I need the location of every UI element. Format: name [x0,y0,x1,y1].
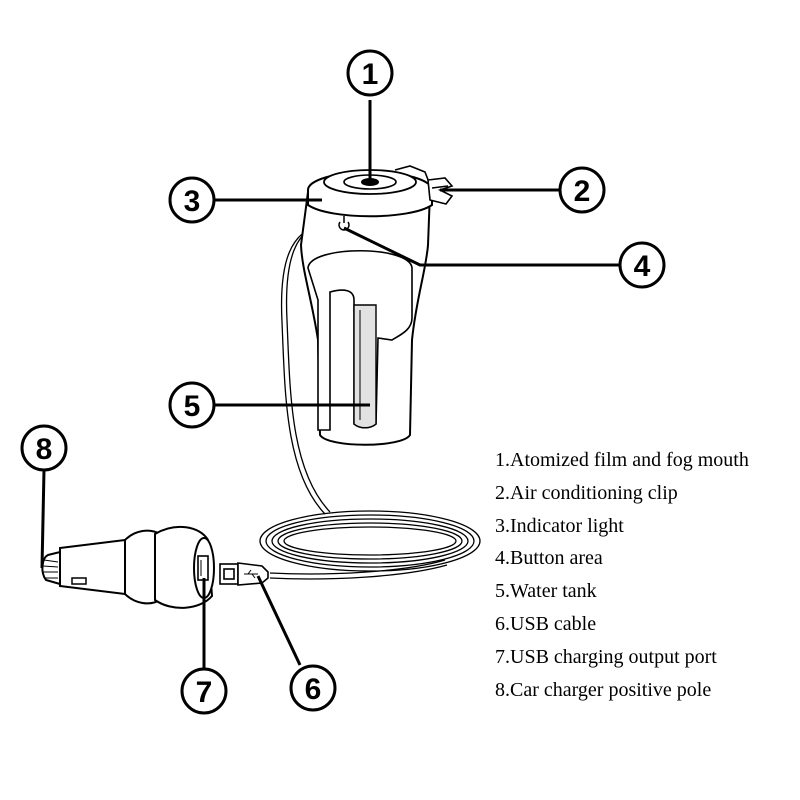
power-icon [338,216,350,231]
leader-lines [40,100,620,668]
leader-line-4 [343,226,620,267]
callout-marker-7: 7 [180,667,228,715]
callout-number-8: 8 [36,433,53,466]
usb-charging-port [197,555,209,581]
leader-line-8 [40,469,46,569]
callout-marker-1: 1 [346,49,394,97]
legend-item-1: 1.Atomized film and fog mouth [495,449,749,471]
callout-marker-3: 3 [168,176,216,224]
callout-number-5: 5 [184,390,201,423]
callout-marker-8: 8 [20,424,68,472]
legend-item-3: 3.Indicator light [495,514,624,537]
humidifier-body [299,165,433,446]
callout-number-2: 2 [574,175,591,208]
usb-cable [259,221,481,580]
legend-item-7: 7.USB charging output port [495,645,717,668]
callout-number-6: 6 [305,673,322,706]
callout-number-4: 4 [634,250,651,283]
water-tank-window [353,304,377,429]
callout-marker-5: 5 [168,381,216,429]
callout-marker-4: 4 [618,241,666,289]
car-charger [41,525,215,609]
parts-legend: 1.Atomized film and fog mouth 2.Air cond… [495,446,800,708]
callout-number-1: 1 [362,58,379,91]
usb-icon [244,569,258,579]
legend-item-5: 5.Water tank [495,580,597,603]
leader-line-6 [256,575,302,666]
callout-number-3: 3 [184,185,201,218]
legend-item-2: 2.Air conditioning clip [495,481,678,504]
callout-number-7: 7 [196,676,213,709]
callout-marker-6: 6 [289,664,337,712]
legend-item-8: 8.Car charger positive pole [495,678,712,701]
legend-item-4: 4.Button area [495,547,603,570]
legend-item-6: 6.USB cable [495,612,597,635]
callout-marker-2: 2 [558,166,606,214]
callout-markers: 1 2 3 4 5 6 7 8 [20,49,666,715]
